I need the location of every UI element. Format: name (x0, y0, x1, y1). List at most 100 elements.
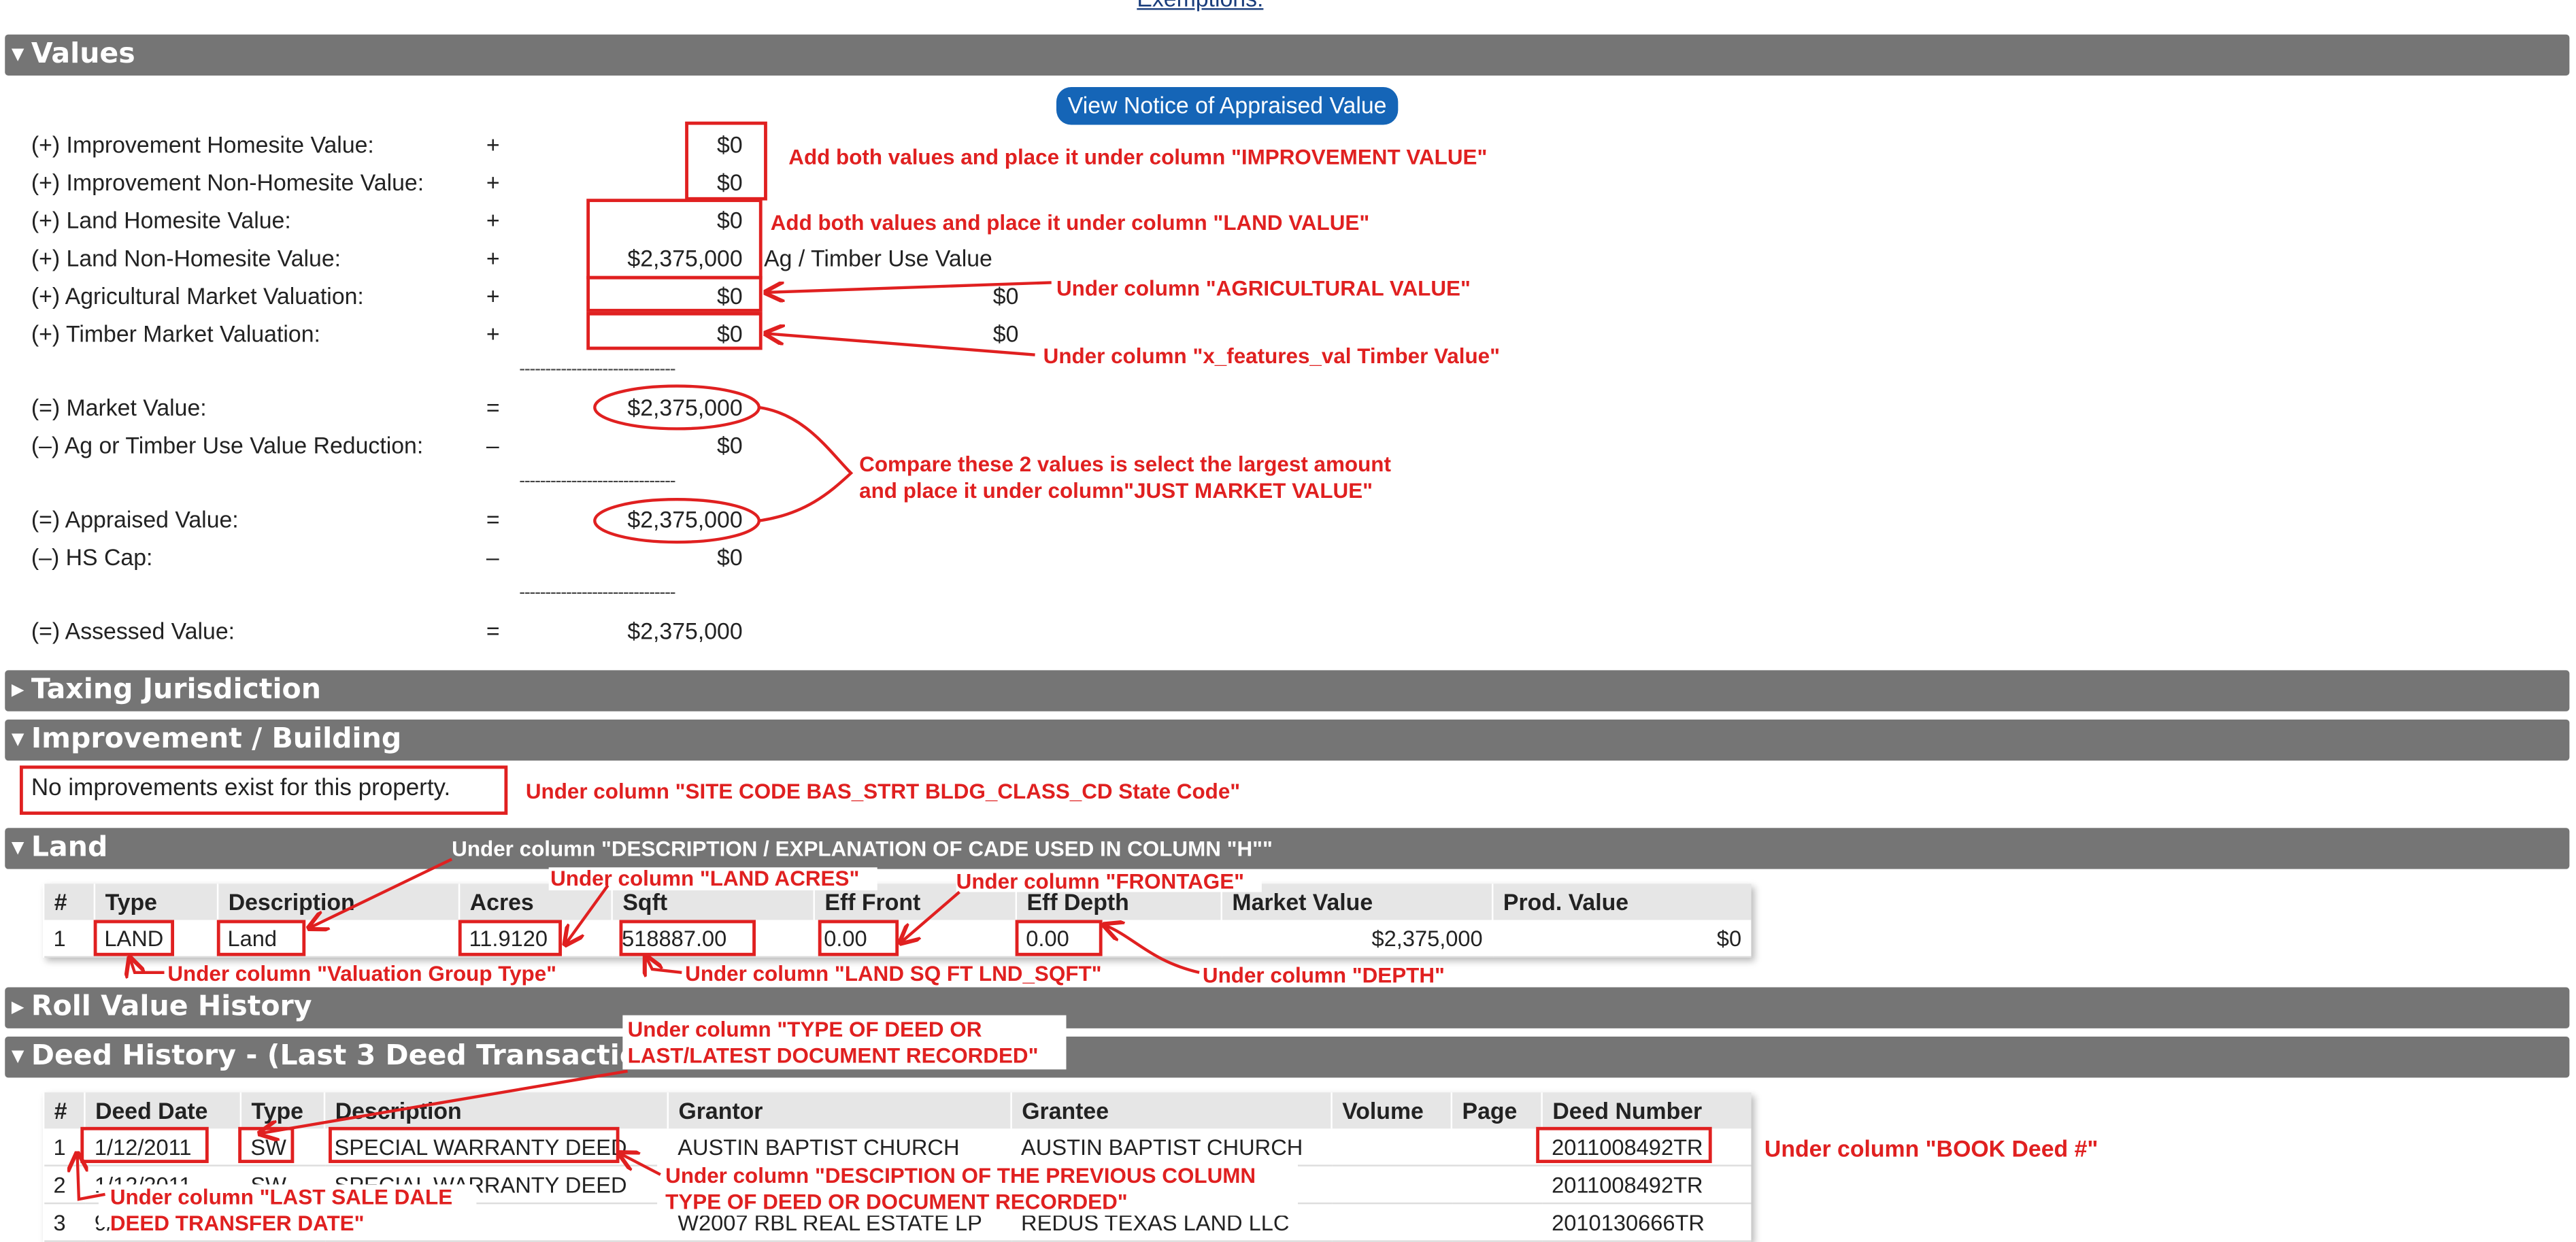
deed-number: 2011008492TR (1541, 1165, 1752, 1205)
no-improvements-message: No improvements exist for this property. (31, 775, 451, 802)
value-land-homesite: $0 (717, 207, 743, 233)
value-op: + (486, 282, 500, 309)
value-improvement-nonhomesite: $0 (717, 169, 743, 196)
taxing-section-header[interactable]: ▶ Taxing Jurisdiction (5, 670, 2570, 711)
col-grantee: Grantee (1010, 1092, 1332, 1129)
highlight-box (1536, 1126, 1712, 1163)
deed-page (1451, 1128, 1542, 1167)
deed-section-header[interactable]: ▼ Deed History - (Last 3 Deed Transactio… (5, 1036, 2570, 1078)
annotation-compare-2: and place it under column"JUST MARKET VA… (859, 477, 1373, 503)
expand-triangle-icon: ▶ (11, 682, 24, 700)
annotation-valuation-group: Under column "Valuation Group Type" (167, 960, 557, 986)
arrow-deed-type (260, 1069, 628, 1134)
ag-timber-header: Ag / Timber Use Value (764, 244, 992, 271)
divider: ------------------------------ (519, 583, 675, 603)
deed-section-title: Deed History - (Last 3 Deed Transactions… (31, 1039, 688, 1073)
value-label-timber: (+) Timber Market Valuation: (31, 320, 320, 347)
value-op: = (486, 618, 500, 644)
value-label-appraised: (=) Appraised Value: (31, 505, 239, 533)
deed-grantor: AUSTIN BAPTIST CHURCH (667, 1128, 1011, 1167)
col-prod-value: Prod. Value (1492, 884, 1752, 920)
deed-page (1451, 1165, 1542, 1205)
ag-use-value: $0 (992, 282, 1019, 309)
collapse-triangle-icon: ▼ (11, 839, 24, 858)
annotation-bg (622, 1015, 1067, 1070)
annotation-compare-1: Compare these 2 values is select the lar… (859, 452, 1391, 477)
improvement-section-header[interactable]: ▼ Improvement / Building (5, 719, 2570, 761)
col-grantor: Grantor (667, 1092, 1011, 1129)
divider: ------------------------------ (519, 359, 675, 380)
col-num: # (42, 1092, 85, 1129)
value-hs-cap: $0 (717, 543, 743, 571)
annotation-bg (657, 1161, 1299, 1216)
land-num: 1 (44, 920, 95, 958)
land-section-header[interactable]: ▼ Land (5, 828, 2570, 869)
value-assessed: $2,375,000 (627, 618, 743, 644)
roll-section-title: Roll Value History (31, 990, 312, 1024)
arrow-timber (765, 333, 1035, 356)
col-description: Description (323, 1092, 668, 1129)
value-market: $2,375,000 (627, 394, 743, 421)
timber-use-value: $0 (992, 320, 1019, 347)
land-section-title: Land (31, 831, 108, 865)
values-section-header[interactable]: ▼ Values (5, 34, 2570, 76)
arrow-valuation-group (130, 958, 165, 973)
value-op: + (486, 131, 500, 158)
circle-appraised-value (593, 498, 760, 544)
value-reduction: $0 (717, 432, 743, 458)
exemptions-link[interactable]: Exemptions: (1137, 0, 1263, 12)
value-improvement-homesite: $0 (717, 131, 743, 158)
view-notice-button[interactable]: View Notice of Appraised Value (1056, 87, 1399, 125)
highlight-box (586, 275, 763, 312)
value-label-improvement-nonhomesite: (+) Improvement Non-Homesite Value: (31, 169, 424, 196)
collapse-triangle-icon: ▼ (11, 1047, 24, 1067)
arrow-description (309, 858, 453, 928)
value-label-agricultural: (+) Agricultural Market Valuation: (31, 282, 364, 309)
annotation-site-code: Under column "SITE CODE BAS_STRT BLDG_CL… (525, 778, 1241, 804)
col-num: # (42, 884, 95, 920)
arrow-depth (1104, 925, 1200, 974)
values-section-title: Values (31, 37, 135, 71)
annotation-bg (956, 871, 1262, 892)
annotation-type-of-deed-1: Under column "TYPE OF DEED OR (627, 1017, 982, 1042)
highlight-box (458, 920, 562, 956)
deed-table: # Deed Date Type Description Grantor Gra… (42, 1092, 1752, 1242)
value-label-reduction: (–) Ag or Timber Use Value Reduction: (31, 432, 424, 458)
annotation-description-prev-2: TYPE OF DEED OR DOCUMENT RECORDED" (665, 1189, 1128, 1214)
annotation-land-sqft: Under column "LAND SQ FT LND_SQFT" (685, 960, 1102, 986)
annotation-description: Under column "DESCRIPTION / EXPLANATION … (452, 836, 1273, 861)
collapse-triangle-icon: ▼ (11, 731, 24, 750)
arrow-frontage (901, 890, 960, 943)
col-deed-number: Deed Number (1541, 1092, 1752, 1129)
deed-volume (1331, 1165, 1452, 1205)
annotation-book-deed: Under column "BOOK Deed #" (1764, 1135, 2098, 1162)
arrow-agricultural (765, 281, 1052, 292)
deed-table-header: # Deed Date Type Description Grantor Gra… (42, 1092, 1752, 1129)
divider: ------------------------------ (519, 471, 675, 492)
arrow-sqft (646, 956, 682, 973)
annotation-frontage: Under column "FRONTAGE" (956, 869, 1245, 894)
value-op: – (486, 432, 499, 458)
value-op: = (486, 394, 500, 421)
arrow-last-sale (78, 1153, 105, 1201)
highlight-box (216, 920, 306, 956)
deed-volume (1331, 1128, 1452, 1167)
circle-market-value (593, 384, 760, 431)
highlight-box (619, 920, 756, 956)
improvement-section-title: Improvement / Building (31, 722, 402, 756)
land-market-value: $2,375,000 (1221, 920, 1493, 958)
col-type: Type (93, 884, 218, 920)
roll-section-header[interactable]: ▶ Roll Value History (5, 987, 2570, 1028)
value-op: – (486, 543, 499, 571)
annotation-depth: Under column "DEPTH" (1202, 962, 1445, 988)
bracket-compare (758, 405, 854, 522)
annotation-last-sale-1: Under column "LAST SALE DALE (110, 1184, 453, 1209)
collapse-triangle-icon: ▼ (11, 46, 24, 65)
annotation-type-of-deed-2: LAST/LATEST DOCUMENT RECORDED" (627, 1043, 1039, 1068)
value-label-assessed: (=) Assessed Value: (31, 618, 235, 644)
col-volume: Volume (1331, 1092, 1452, 1129)
annotation-timber: Under column "x_features_val Timber Valu… (1043, 343, 1501, 369)
col-market-value: Market Value (1220, 884, 1493, 920)
value-op: + (486, 244, 500, 271)
